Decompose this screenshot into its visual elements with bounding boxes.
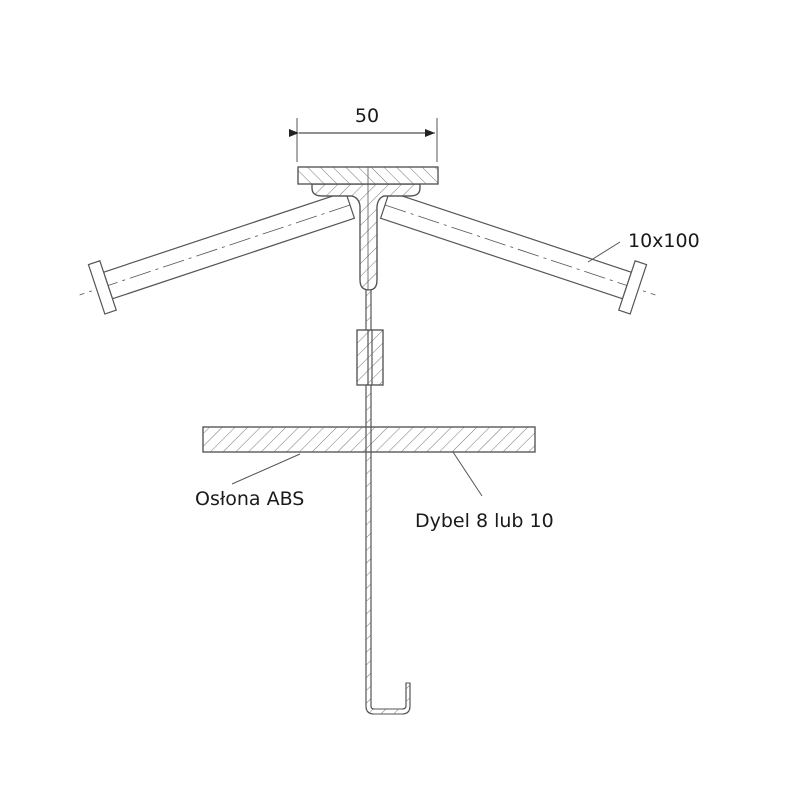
- abs-cover-plate: [202, 426, 536, 453]
- left-bolt: [79, 190, 356, 315]
- right-bolt: [379, 190, 656, 315]
- width-dimension: [289, 118, 438, 162]
- dowel-label: Dybel 8 lub 10: [415, 510, 554, 532]
- wire-clamp: [356, 329, 384, 386]
- bolt-label: 10x100: [628, 230, 700, 252]
- dimension-label: 50: [355, 105, 379, 127]
- mounting-plate: [297, 166, 439, 291]
- cover-label: Osłona ABS: [195, 488, 304, 510]
- leader-lines: [231, 241, 621, 497]
